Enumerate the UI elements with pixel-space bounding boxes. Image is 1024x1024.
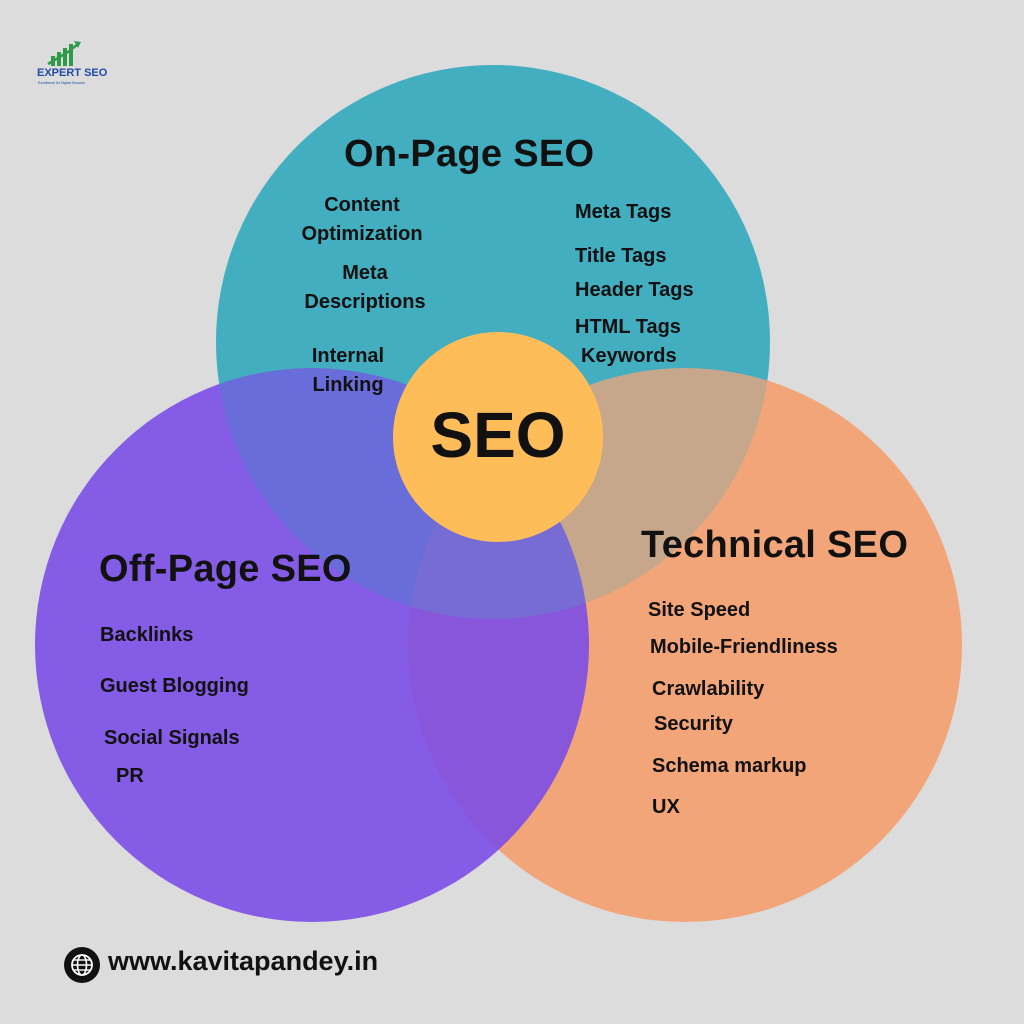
item-ux: UX	[652, 796, 680, 818]
item-crawlability: Crawlability	[652, 678, 765, 700]
item-header-tags: Header Tags	[575, 279, 694, 301]
item-pr: PR	[116, 765, 144, 787]
item-keywords: Keywords	[581, 345, 677, 367]
item-title-tags: Title Tags	[575, 245, 667, 267]
on-page-title: On-Page SEO	[344, 133, 595, 175]
website-link[interactable]: www.kavitapandey.in	[108, 946, 379, 976]
technical-title: Technical SEO	[641, 524, 909, 566]
item-backlinks: Backlinks	[100, 624, 194, 646]
center-seo-label: SEO	[430, 399, 566, 471]
item-content-optimization: Content Optimization	[301, 194, 423, 245]
item-html-tags: HTML Tags	[575, 316, 681, 338]
item-meta-tags: Meta Tags	[575, 201, 672, 223]
item-social-signals: Social Signals	[104, 727, 240, 749]
item-guest-blogging: Guest Blogging	[100, 675, 249, 697]
item-security: Security	[654, 713, 733, 735]
logo-title: EXPERT SEO	[37, 67, 108, 79]
globe-icon	[64, 947, 100, 983]
item-internal-linking: Internal Linking	[311, 345, 385, 396]
logo-tagline: Excellence for Digital Success	[38, 81, 85, 85]
center-seo-circle	[393, 332, 603, 542]
off-page-title: Off-Page SEO	[99, 548, 352, 590]
item-schema-markup: Schema markup	[652, 755, 807, 777]
item-site-speed: Site Speed	[648, 599, 751, 621]
item-meta-descriptions: Meta Descriptions	[304, 262, 426, 313]
expert-seo-logo-icon	[47, 41, 81, 66]
item-mobile-friendliness: Mobile-Friendliness	[650, 636, 838, 658]
